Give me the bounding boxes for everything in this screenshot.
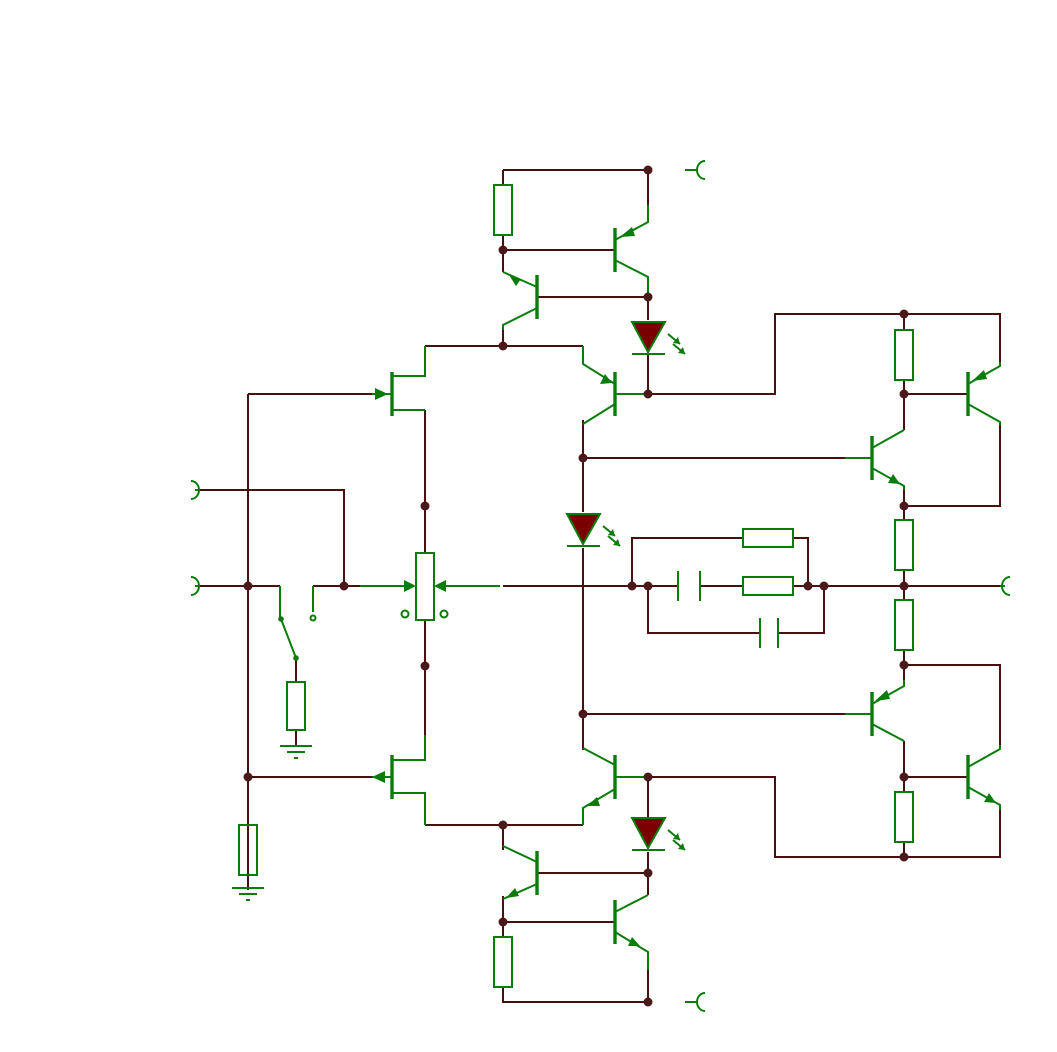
ground-input [232, 887, 264, 901]
resistor-bottom-output-base [894, 791, 914, 843]
npn-transistor-output-lower [966, 745, 1001, 810]
resistor-top-output-base [894, 329, 914, 381]
npn-transistor-bottom-left [502, 845, 539, 900]
resistor-feedback-mid [742, 576, 794, 596]
capacitor-compensation [759, 618, 779, 648]
npn-transistor-driver-upper [582, 346, 648, 425]
resistors [238, 184, 914, 988]
wires [195, 169, 1001, 1003]
terminal-left-lower [190, 576, 200, 596]
resistor-feedback-top [742, 528, 794, 548]
potentiometer [360, 552, 500, 621]
ground-switch [280, 745, 312, 759]
terminal-top-right [685, 160, 706, 180]
resistor-bottom-bias [493, 936, 513, 988]
switch [278, 586, 317, 661]
resistor-top-bias [493, 184, 513, 236]
pnp-transistor-output-upper [966, 362, 1001, 425]
jfet-lower [372, 735, 426, 825]
junction-dots [243, 165, 909, 1007]
pnp-transistor-output-lower-predriver [845, 680, 905, 742]
led-bottom [630, 817, 686, 851]
led-top [630, 321, 686, 355]
npn-transistor-top-left [502, 271, 539, 330]
led-middle [565, 513, 621, 547]
terminals [190, 160, 1011, 1012]
terminal-left-upper [190, 480, 200, 500]
capacitors [677, 571, 779, 648]
resistor-input-ground [238, 824, 258, 876]
pnp-transistor-top-right [613, 205, 649, 297]
npn-transistor-output-upper-predriver [845, 429, 905, 490]
pnp-transistor-driver-lower [582, 747, 648, 825]
jfet-upper [372, 346, 426, 416]
npn-transistor-bottom-right [613, 894, 649, 970]
terminal-output-right [1000, 576, 1011, 596]
capacitor-feedback [677, 571, 701, 601]
resistor-emitter-upper [894, 519, 914, 571]
terminal-bottom-right [685, 992, 706, 1012]
resistor-emitter-lower [894, 599, 914, 651]
resistor-switch-ground [286, 681, 306, 731]
